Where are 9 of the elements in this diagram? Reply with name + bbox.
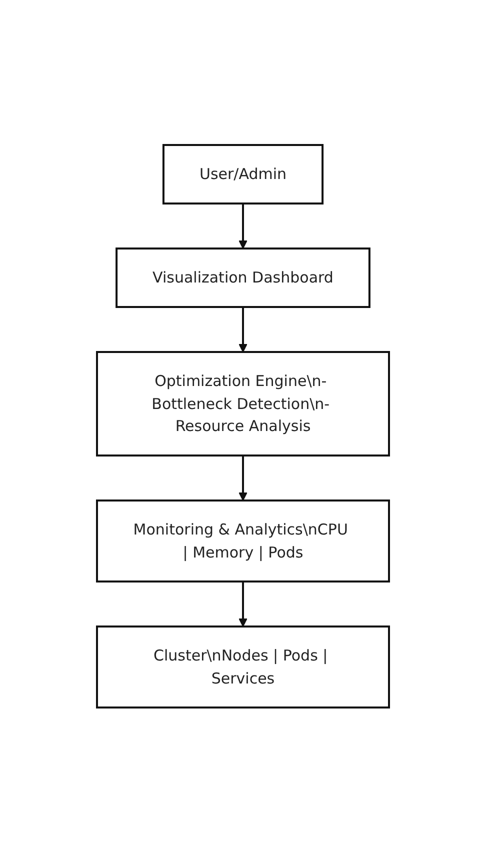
node-box: Cluster\nNodes | Pods | Services <box>96 625 390 708</box>
node-box: Monitoring & Analytics\nCPU | Memory | Pods <box>96 499 390 582</box>
node-box: User/Admin <box>162 144 324 204</box>
arrow <box>238 203 248 249</box>
node-box: Optimization Engine\n- Bottleneck Detection\n- Resource Analysis <box>96 350 390 456</box>
arrow <box>238 455 248 501</box>
arrow <box>238 306 248 352</box>
arrow <box>238 581 248 627</box>
node-box: Visualization Dashboard <box>116 247 370 308</box>
